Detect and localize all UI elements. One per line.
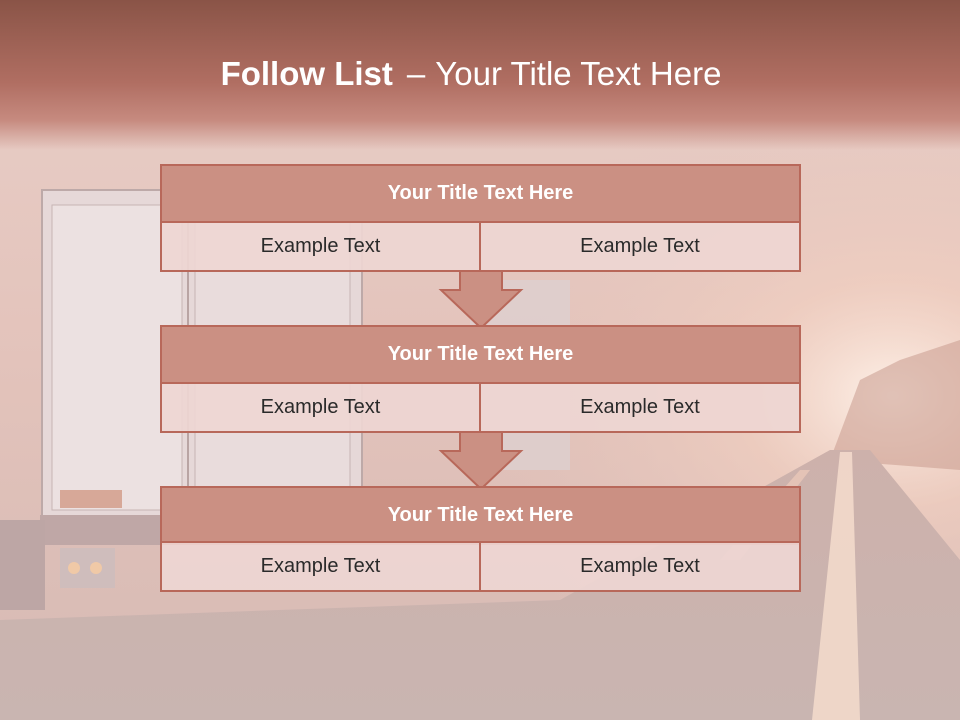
- slide-title-bold: Follow List: [220, 55, 393, 92]
- block-cell-left[interactable]: Example Text: [160, 541, 481, 592]
- block-title[interactable]: Your Title Text Here: [160, 486, 801, 545]
- slide-title-rest: Your Title Text Here: [435, 55, 722, 92]
- block-title[interactable]: Your Title Text Here: [160, 325, 801, 384]
- down-arrow-icon: [438, 431, 524, 491]
- block-cell-right[interactable]: Example Text: [479, 541, 801, 592]
- block-cell-left[interactable]: Example Text: [160, 382, 481, 433]
- slide-title-dash: –: [406, 55, 426, 92]
- down-arrow-icon: [438, 270, 524, 330]
- block-cell-right[interactable]: Example Text: [479, 221, 801, 272]
- header-band: [0, 0, 960, 150]
- slide-title: Follow List–Your Title Text Here: [0, 55, 942, 93]
- block-cell-left[interactable]: Example Text: [160, 221, 481, 272]
- block-cell-right[interactable]: Example Text: [479, 382, 801, 433]
- block-title[interactable]: Your Title Text Here: [160, 164, 801, 223]
